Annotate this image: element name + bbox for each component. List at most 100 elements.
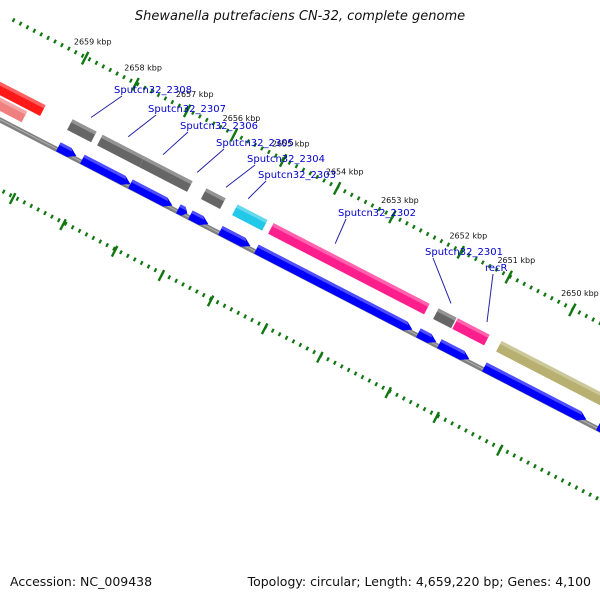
inner-dot-tick bbox=[574, 485, 579, 490]
inner-dot-tick bbox=[257, 321, 261, 326]
outer-dot-tick bbox=[591, 317, 596, 322]
outer-dot-tick bbox=[101, 64, 106, 69]
tick-label: 2656 kbp bbox=[223, 114, 261, 123]
feature-body bbox=[0, 74, 46, 116]
inner-dot-tick bbox=[91, 235, 96, 241]
inner-dot-tick bbox=[553, 474, 558, 480]
label-leader bbox=[432, 257, 452, 304]
feature-block bbox=[232, 204, 268, 231]
inner-major-tick bbox=[260, 322, 269, 335]
feature-shine bbox=[0, 86, 28, 115]
inner-dot-tick bbox=[29, 203, 34, 209]
gene-label: recR bbox=[485, 263, 508, 274]
inner-dot-tick bbox=[36, 207, 41, 212]
major-tick bbox=[229, 128, 239, 142]
outer-dot-tick bbox=[156, 92, 161, 98]
inner-major-tick bbox=[8, 192, 17, 205]
inner-dot-tick bbox=[457, 424, 461, 430]
inner-dot-tick bbox=[194, 289, 199, 294]
feature-body bbox=[0, 86, 28, 123]
inner-dot-tick bbox=[167, 274, 172, 280]
major-tick bbox=[388, 210, 397, 224]
cds-shine bbox=[191, 210, 204, 220]
inner-dot-tick bbox=[595, 495, 599, 501]
inner-dot-tick bbox=[422, 406, 427, 412]
inner-major-tick bbox=[157, 269, 166, 282]
cds-arrow bbox=[596, 421, 600, 435]
cds-shine bbox=[131, 179, 168, 202]
major-tick bbox=[568, 303, 577, 317]
cds-arrow bbox=[254, 244, 413, 331]
outer-dot-tick bbox=[577, 310, 582, 315]
outer-dot-tick bbox=[129, 78, 133, 83]
major-tick bbox=[182, 104, 192, 118]
topology-label: Topology: bbox=[247, 574, 307, 589]
cds-shine bbox=[485, 362, 582, 416]
outer-dot-tick bbox=[80, 53, 85, 59]
outer-dot-tick bbox=[453, 245, 458, 251]
outer-dot-tick bbox=[87, 57, 92, 62]
inner-dot-tick bbox=[132, 257, 137, 262]
inner-dot-tick bbox=[270, 328, 275, 333]
feature-block bbox=[0, 74, 46, 116]
feature-body bbox=[97, 134, 145, 168]
inner-dot-tick bbox=[153, 267, 158, 273]
outer-dot-tick bbox=[363, 199, 368, 205]
outer-dot-tick bbox=[184, 106, 189, 112]
inner-dot-tick bbox=[546, 471, 551, 476]
cds-shine bbox=[179, 204, 187, 211]
gene-label: Sputcn32_2302 bbox=[338, 208, 416, 219]
outer-dot-tick bbox=[301, 167, 306, 173]
genes-value: 4,100 bbox=[555, 574, 591, 589]
feature-block bbox=[97, 134, 145, 168]
gene-label: Sputcn32_2306 bbox=[180, 121, 258, 132]
tick-label: 2658 kbp bbox=[124, 63, 162, 72]
gene-label-layer: Sputcn32_2308Sputcn32_2307Sputcn32_2306S… bbox=[90, 85, 508, 323]
cds-arrow bbox=[176, 204, 188, 216]
outer-dot-tick bbox=[501, 270, 506, 276]
inner-dot-tick bbox=[201, 292, 206, 298]
feature-body bbox=[452, 318, 490, 346]
label-leader bbox=[127, 114, 157, 138]
gene-label: Sputcn32_2305 bbox=[216, 138, 294, 149]
feature-shine bbox=[0, 74, 46, 109]
inner-dot-tick bbox=[181, 282, 185, 287]
outer-dot-tick bbox=[246, 139, 251, 144]
cds-shape bbox=[80, 154, 131, 185]
inner-dot-tick bbox=[505, 449, 510, 455]
outer-dot-tick bbox=[287, 160, 292, 165]
feature-body bbox=[232, 204, 268, 231]
outer-dot-tick bbox=[329, 181, 333, 187]
inner-dot-tick bbox=[491, 442, 496, 448]
major-tick bbox=[504, 270, 514, 284]
cds-shape bbox=[128, 179, 173, 207]
inner-dot-tick bbox=[470, 431, 475, 437]
cds-shape bbox=[482, 362, 587, 421]
feature-block bbox=[433, 308, 457, 329]
cds-shape bbox=[218, 226, 251, 247]
inner-dot-tick bbox=[374, 381, 379, 387]
inner-dot-tick bbox=[50, 214, 54, 219]
feature-shine bbox=[500, 340, 600, 403]
outer-dot-tick bbox=[480, 260, 485, 265]
inner-dot-tick bbox=[229, 307, 234, 312]
cds-arrow bbox=[437, 339, 470, 360]
cds-arrow bbox=[56, 142, 77, 157]
inner-dot-tick bbox=[15, 196, 20, 202]
outer-dot-tick bbox=[322, 178, 327, 183]
inner-dot-tick bbox=[567, 481, 572, 487]
outer-dot-tick bbox=[349, 192, 354, 198]
outer-dot-tick bbox=[260, 146, 264, 151]
tick-label: 2651 kbp bbox=[497, 256, 535, 265]
cds-shine bbox=[221, 226, 246, 242]
cds-shine bbox=[59, 142, 72, 152]
inner-major-tick bbox=[384, 386, 393, 399]
cds-shine bbox=[257, 244, 408, 326]
cds-arrow bbox=[482, 362, 587, 421]
outer-dot-tick bbox=[549, 295, 554, 301]
inner-major-tick bbox=[206, 294, 215, 307]
inner-major-tick bbox=[316, 351, 324, 364]
inner-dot-tick bbox=[512, 453, 517, 458]
outer-dot-tick bbox=[515, 278, 520, 283]
inner-dot-tick bbox=[305, 346, 310, 351]
